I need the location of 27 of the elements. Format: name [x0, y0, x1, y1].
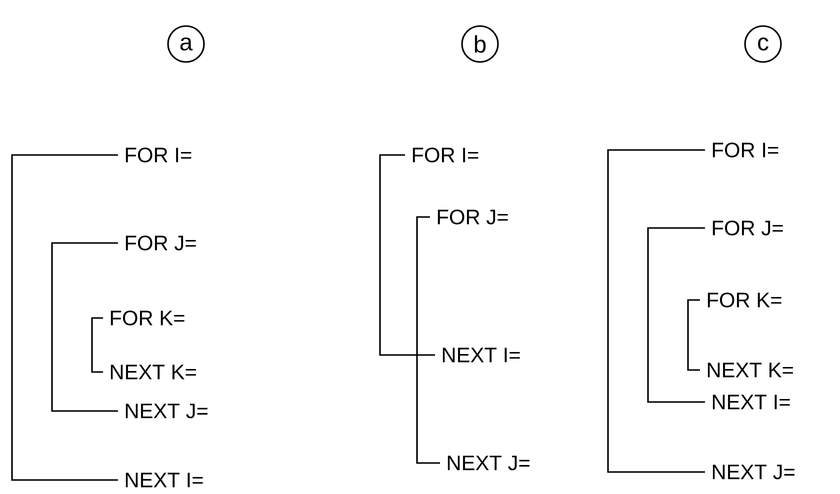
loop-statement: FOR I=	[126, 148, 192, 162]
circled-letter: a	[167, 25, 205, 63]
loop-statement: NEXT J=	[448, 456, 530, 470]
loop-statement: FOR J=	[438, 210, 508, 224]
loop-statement: NEXT J=	[712, 464, 794, 480]
loop-statement: NEXT K=	[708, 362, 793, 378]
loop-statement: FOR I=	[412, 148, 478, 162]
bracket-line	[379, 154, 435, 356]
loop-statement: NEXT I=	[442, 348, 520, 362]
loop-statement: FOR I=	[712, 142, 778, 158]
loop-statement: FOR K=	[708, 292, 782, 308]
loop-statement: FOR J=	[712, 220, 783, 236]
bracket-line	[687, 299, 700, 371]
bracket-line	[11, 154, 118, 481]
circled-letter: b	[461, 25, 499, 63]
bracket-line	[607, 149, 705, 473]
loop-statement: NEXT I=	[712, 394, 790, 410]
loop-statement: NEXT J=	[126, 404, 208, 418]
loop-statement: NEXT I=	[126, 472, 203, 488]
bracket-line	[91, 317, 103, 373]
circled-letter: c	[744, 25, 782, 63]
bracket-line	[647, 227, 705, 403]
bracket-line	[416, 216, 440, 464]
bracket-line	[51, 242, 118, 412]
loop-statement: FOR J=	[126, 236, 196, 250]
loop-statement: NEXT K=	[110, 364, 196, 380]
loop-statement: FOR K=	[110, 310, 184, 326]
